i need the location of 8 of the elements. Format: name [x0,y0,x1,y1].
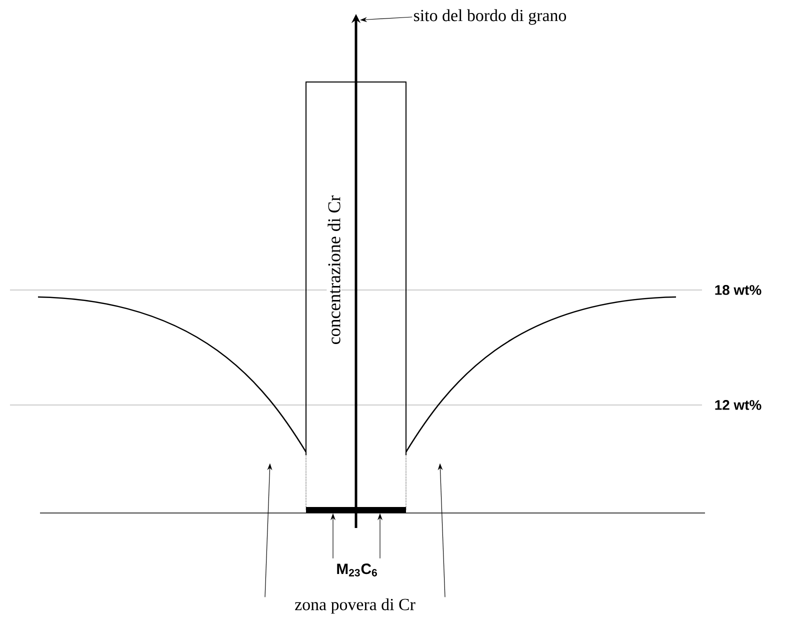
carbide-label: M$_{23}$C$_{6}$ [337,564,377,576]
annotation-text: zona povera di Cr [295,598,416,614]
annotation-text: sito del bordo di grano [414,9,566,25]
level-label: 12 wt% [715,400,762,410]
concentration-label: concentrazione di Cr [326,194,342,346]
concentration-profile-curve [38,296,307,452]
level-label: 18 wt% [715,285,762,295]
concentration-profile-curve [405,296,676,452]
